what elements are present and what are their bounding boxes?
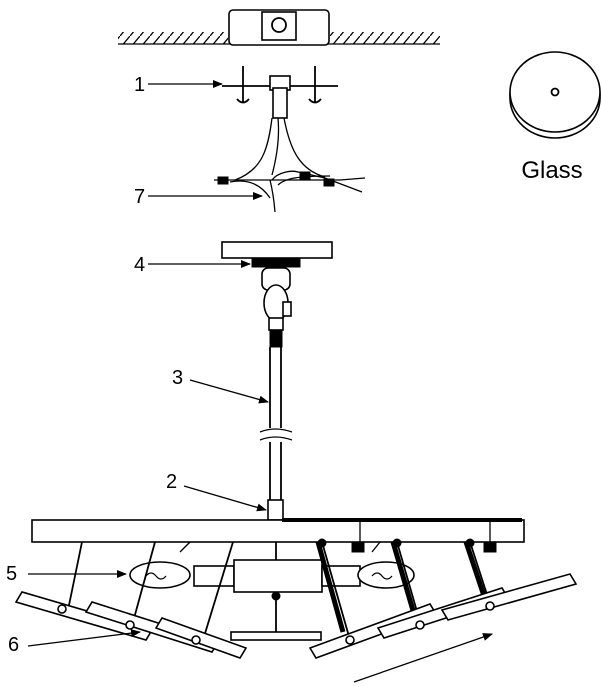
light-bulb: [129, 561, 191, 589]
junction-box: [228, 9, 330, 46]
glass-panel: [154, 617, 248, 659]
glass-label: Glass: [521, 157, 582, 184]
glass-panel: [308, 603, 438, 659]
downrod: [259, 347, 293, 521]
rotation-arrow: [353, 633, 493, 683]
part-labels: 1 7 4 3 2 5 6: [6, 74, 183, 656]
wire-connector: [299, 171, 311, 180]
part-label-2: 2: [166, 471, 177, 493]
callout-leaders: [27, 80, 493, 683]
mounting-bracket: [222, 66, 338, 119]
glass-panels: [14, 573, 578, 659]
wiring: [214, 117, 366, 213]
glass-panel: [440, 573, 578, 621]
leader-3: [189, 379, 269, 404]
leader-2: [183, 485, 267, 512]
wire-connector: [217, 176, 229, 185]
part-label-6: 6: [8, 634, 19, 656]
part-label-3: 3: [172, 367, 183, 389]
wire-connector: [323, 178, 335, 187]
part-label-4: 4: [134, 254, 145, 276]
fixture-frame: [31, 518, 525, 553]
swivel-joint: [261, 267, 292, 348]
part-label-1: 1: [134, 74, 145, 96]
glass-disc-detail: [509, 51, 601, 139]
ceiling: [118, 32, 440, 45]
leader-6: [27, 629, 141, 647]
part-label-7: 7: [134, 186, 145, 208]
canopy: [221, 241, 333, 268]
part-label-5: 5: [6, 563, 17, 585]
